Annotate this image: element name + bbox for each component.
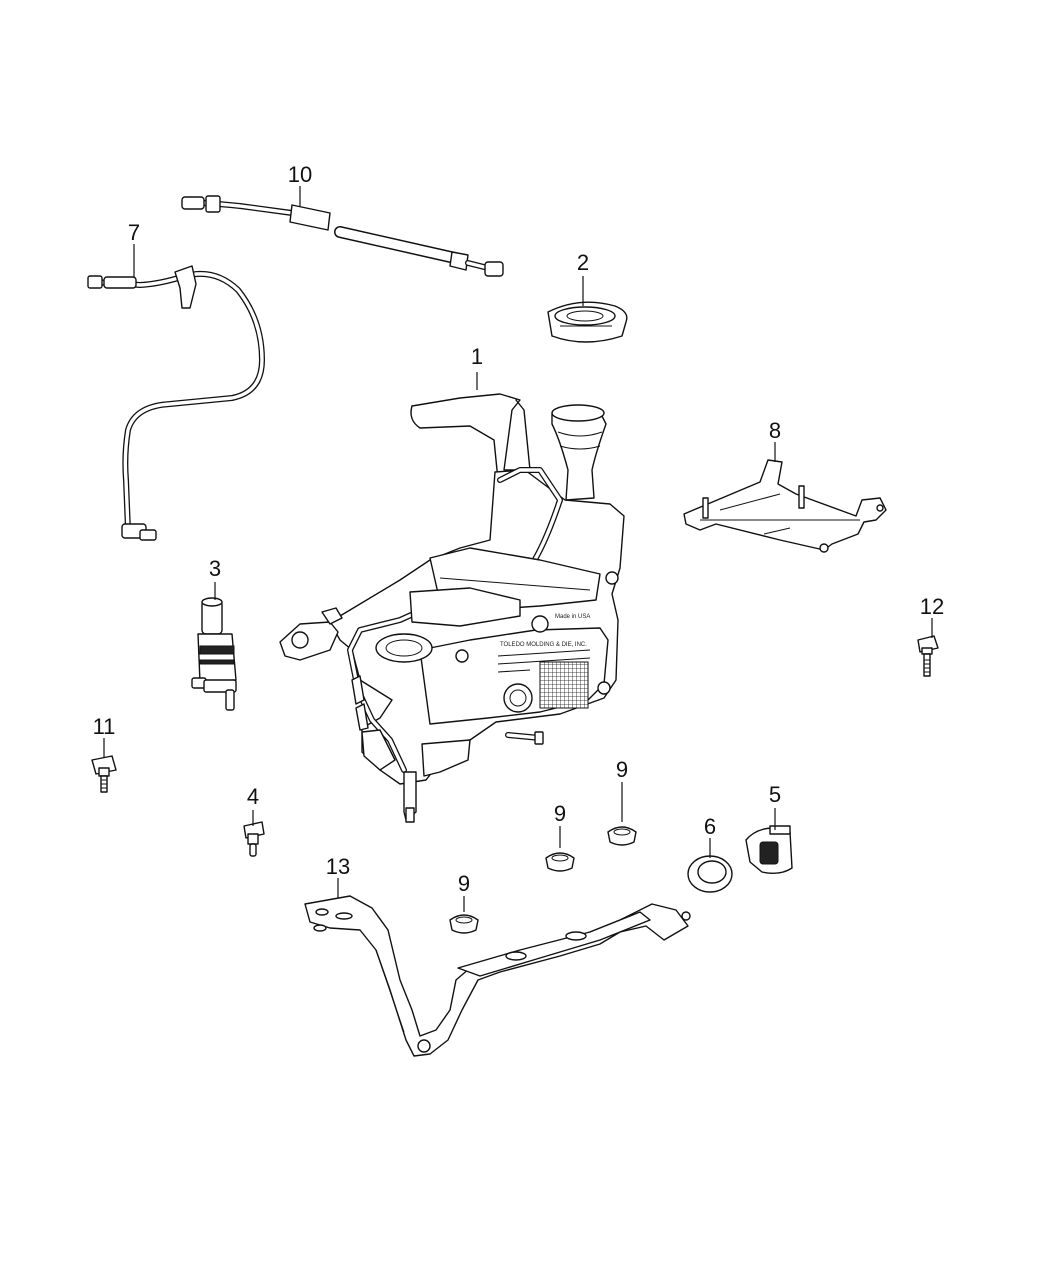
callout-13: 13 bbox=[326, 854, 350, 879]
part-9-grommet-c bbox=[449, 914, 479, 934]
callout-1: 1 bbox=[471, 344, 483, 369]
callout-3: 3 bbox=[209, 556, 221, 581]
part-4-pin bbox=[243, 821, 265, 857]
callout-labels: 1 2 3 4 5 6 7 8 9 9 9 10 11 12 13 bbox=[93, 162, 945, 896]
part-13-lower-bracket bbox=[304, 895, 691, 1057]
part-1-reservoir: Made in USA TOLEDO MOLDING & DIE, INC. bbox=[279, 393, 625, 823]
callout-10: 10 bbox=[288, 162, 312, 187]
callout-6: 6 bbox=[704, 814, 716, 839]
callout-8: 8 bbox=[769, 418, 781, 443]
part-2-filler-cap bbox=[547, 301, 628, 343]
part-3-pump bbox=[191, 597, 237, 711]
part-10-washer-hose bbox=[181, 195, 504, 277]
part-5-sensor bbox=[745, 825, 793, 875]
callout-12: 12 bbox=[920, 594, 944, 619]
callout-5: 5 bbox=[769, 782, 781, 807]
callout-9b: 9 bbox=[616, 757, 628, 782]
part-9-grommet-a bbox=[545, 852, 575, 872]
part-11-bolt bbox=[91, 755, 117, 793]
part-9-grommet-b bbox=[607, 826, 637, 846]
callout-9c: 9 bbox=[458, 871, 470, 896]
part-8-bracket bbox=[683, 459, 887, 553]
callout-7: 7 bbox=[128, 220, 140, 245]
callout-2: 2 bbox=[577, 250, 589, 275]
part-6-seal-ring bbox=[687, 855, 733, 893]
leader-lines bbox=[103, 186, 933, 912]
part-12-bolt bbox=[917, 635, 939, 677]
made-in-label: Made in USA bbox=[555, 614, 590, 620]
callout-11: 11 bbox=[93, 714, 116, 739]
company-label: TOLEDO MOLDING & DIE, INC. bbox=[500, 642, 587, 648]
callout-9a: 9 bbox=[554, 801, 566, 826]
callout-4: 4 bbox=[247, 784, 259, 809]
part-7-washer-hose bbox=[87, 265, 265, 541]
